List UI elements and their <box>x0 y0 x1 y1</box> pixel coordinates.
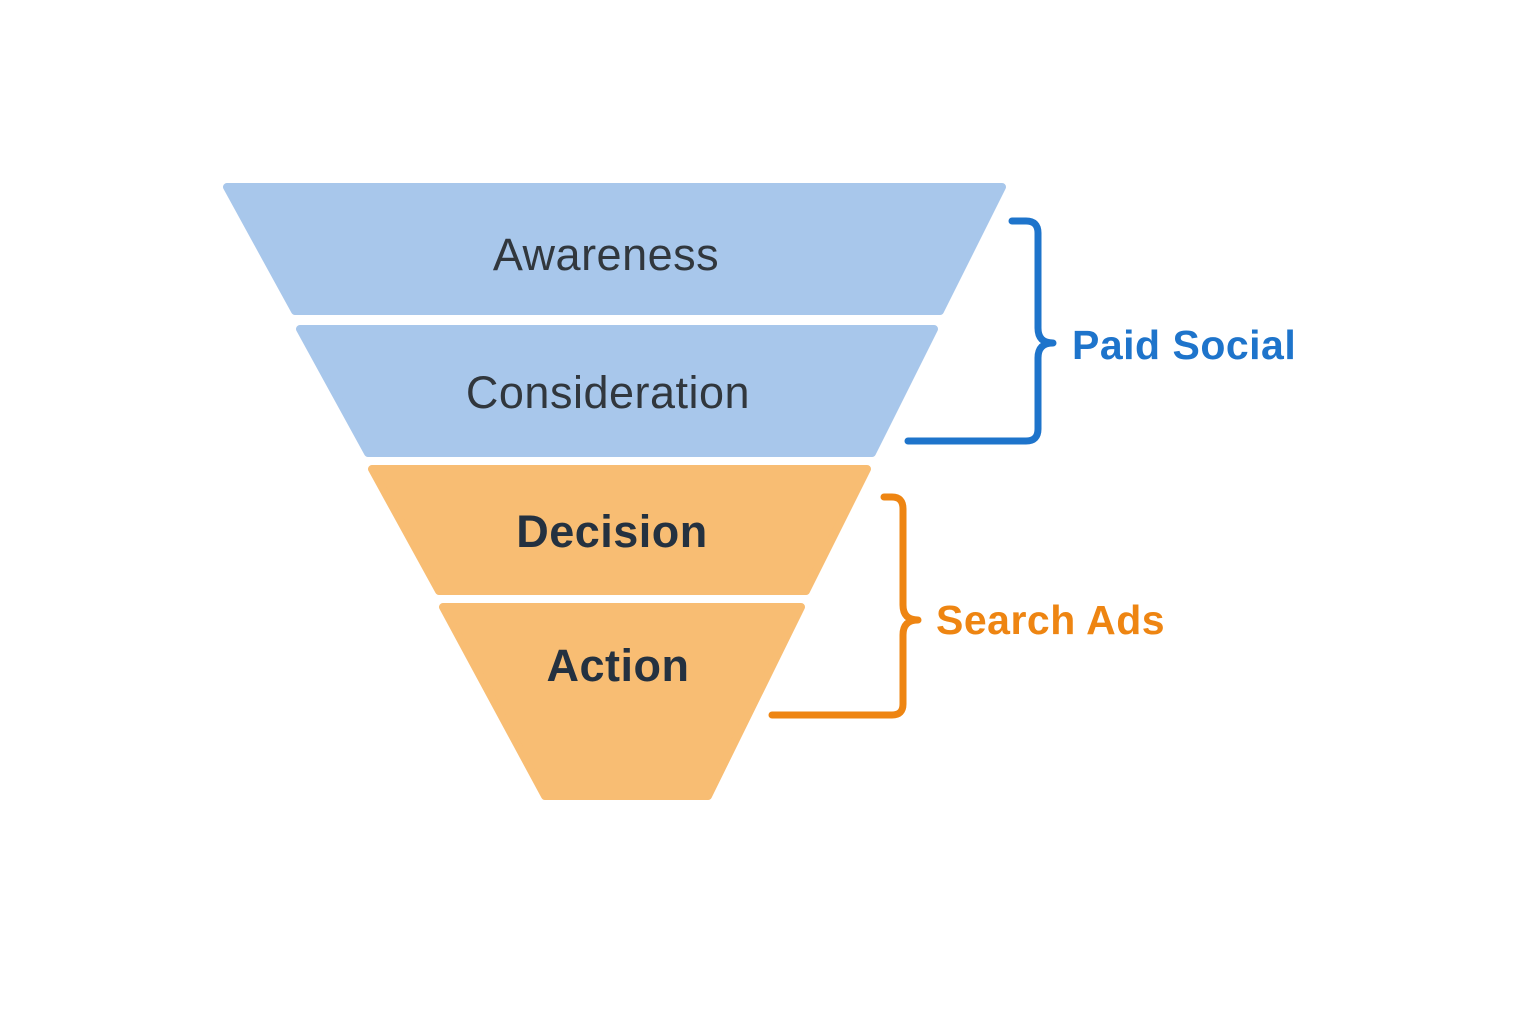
paid-social-bracket <box>904 217 1057 445</box>
paid-social-label: Paid Social <box>1072 322 1296 368</box>
funnel-stage-label-decision: Decision <box>516 506 708 557</box>
search-ads-label: Search Ads <box>936 597 1165 643</box>
funnel-stage-awareness <box>223 183 1006 315</box>
funnel-stage-label-action: Action <box>547 640 690 691</box>
search-ads-bracket <box>768 493 922 719</box>
funnel-stage-label-awareness: Awareness <box>493 229 719 280</box>
funnel-stage-consideration <box>296 325 938 457</box>
funnel-stage-decision <box>368 465 871 595</box>
funnel-stage-label-consideration: Consideration <box>466 367 750 418</box>
funnel-stage-action <box>439 603 805 800</box>
